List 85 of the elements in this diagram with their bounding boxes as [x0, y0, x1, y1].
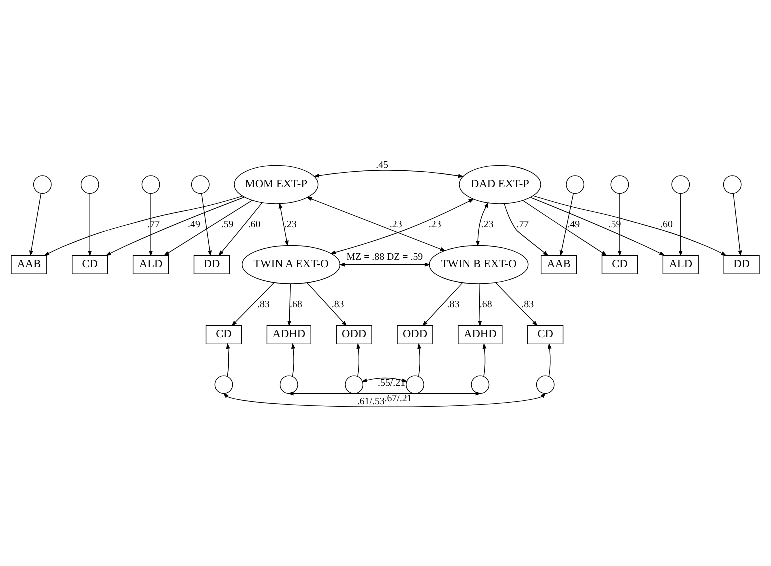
arrow [533, 195, 728, 256]
arrow [548, 342, 552, 376]
arrow [330, 198, 474, 254]
arrow [560, 192, 574, 256]
edge-label: .59 [221, 218, 234, 230]
arrow [418, 342, 422, 376]
arrow [306, 196, 446, 251]
arrow [106, 196, 245, 256]
arrow [278, 202, 289, 246]
node-circle [142, 175, 160, 194]
node-circle [406, 375, 424, 394]
arrow [476, 202, 489, 246]
arrow [339, 262, 431, 266]
node-circle [345, 375, 364, 394]
arrow [530, 196, 666, 256]
node-circle [471, 375, 490, 394]
node-box: ODD [397, 324, 434, 344]
node-circle [214, 375, 234, 394]
edge-label: .23 [284, 218, 297, 230]
arrow [201, 192, 212, 256]
node-box: AAB [540, 254, 578, 274]
arrow [495, 282, 538, 326]
node-circle [80, 175, 100, 194]
arrow [232, 282, 275, 326]
arrow [30, 192, 42, 256]
node-box: ODD [336, 324, 372, 344]
arrow [164, 200, 253, 256]
arrow [356, 342, 361, 376]
edge-label: .68 [480, 298, 492, 310]
arrow [522, 200, 608, 256]
edge-label: MZ = .88 DZ = .59 [346, 252, 424, 263]
arrow [218, 202, 263, 256]
edge-label: .23 [428, 218, 442, 230]
node-circle [723, 175, 742, 194]
node-box: ADHD [458, 324, 503, 344]
arrow [482, 342, 487, 376]
arrow [223, 392, 546, 408]
edge-label: .61/.53 [357, 396, 385, 407]
arrow [504, 203, 549, 256]
node-ellipse: TWIN A EXT-O [242, 244, 341, 284]
node-circle [280, 375, 298, 394]
node-box: ALD [132, 254, 170, 274]
edge-label: .77 [516, 218, 530, 230]
edge-label: .49 [568, 218, 580, 230]
node-box: CD [72, 254, 108, 274]
edge-label: .68 [290, 298, 302, 310]
arrow [307, 282, 348, 326]
arrow [733, 192, 742, 256]
node-box: CD [528, 324, 564, 344]
arrow [288, 391, 482, 396]
arrow [422, 282, 464, 326]
node-box: DD [724, 254, 760, 274]
edge-label: .83 [522, 298, 534, 310]
arrow [678, 193, 683, 256]
node-circle [191, 175, 210, 194]
edge-label: .67/.21 [384, 393, 412, 404]
edge-label: .49 [188, 218, 200, 230]
node-box: AAB [11, 254, 48, 274]
node-circle [610, 175, 630, 194]
edge-label: .83 [447, 298, 460, 310]
node-box: CD [602, 254, 638, 274]
edge-label: .23 [390, 218, 402, 230]
node-circle [672, 175, 690, 194]
edge-label: .23 [481, 218, 494, 230]
arrow [288, 283, 292, 326]
arrow [226, 342, 230, 376]
arrow [478, 283, 482, 326]
arrow [292, 342, 296, 376]
arrow [88, 193, 92, 256]
node-box: ADHD [266, 324, 312, 344]
node-circle [566, 175, 585, 194]
edge-label: .83 [332, 298, 344, 310]
arrow [314, 170, 464, 178]
node-circle [536, 375, 555, 394]
arrow [44, 195, 244, 256]
node-box: ALD [662, 254, 699, 274]
arrow [618, 193, 622, 256]
edge-label: .60 [660, 218, 673, 230]
node-box: DD [194, 254, 230, 274]
node-box: CD [206, 324, 242, 344]
node-circle [33, 175, 52, 194]
edge-label: .83 [257, 298, 270, 310]
edge-label: .60 [248, 218, 261, 230]
arrow [149, 193, 154, 256]
edge-label: .45 [376, 159, 388, 170]
